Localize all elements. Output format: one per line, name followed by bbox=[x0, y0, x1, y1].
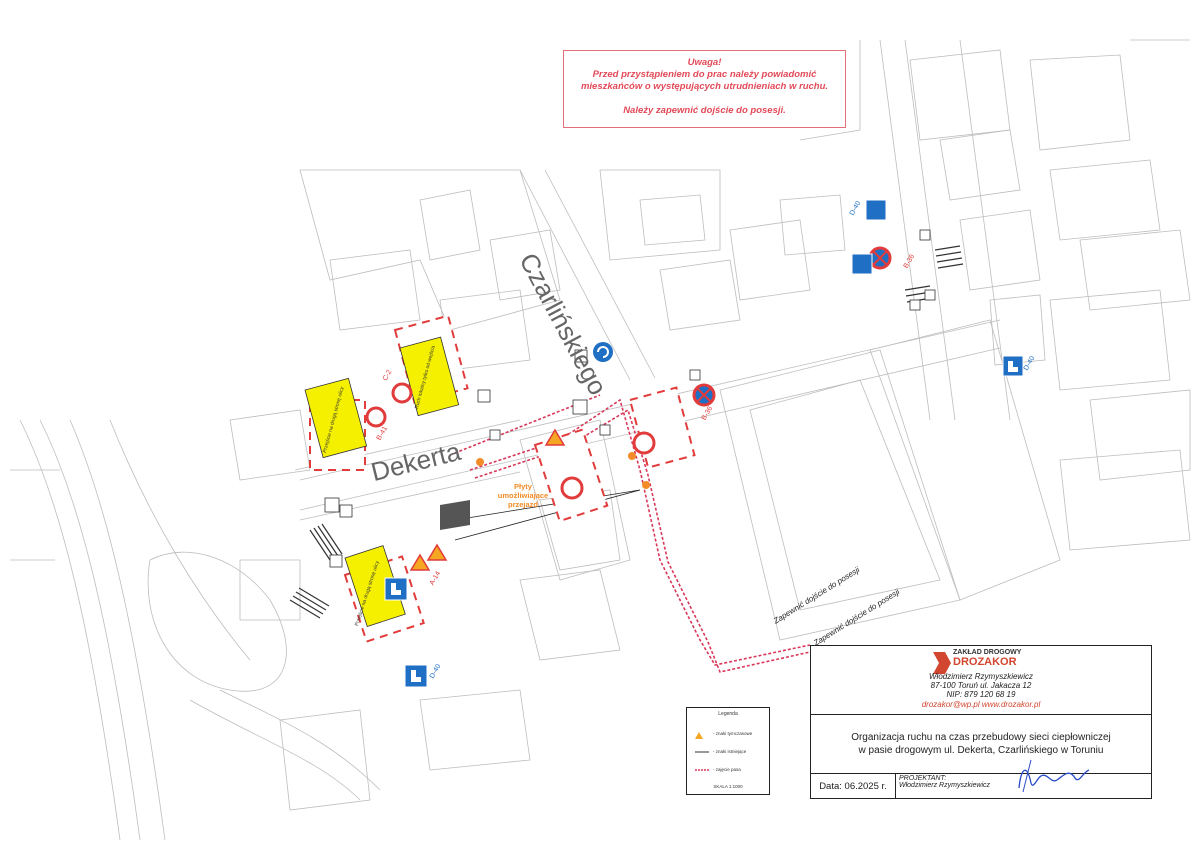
projektant-label: PROJEKTANT: bbox=[899, 775, 947, 782]
company-owner: Włodzimierz Rzymyszkiewicz bbox=[928, 672, 1033, 681]
company-address: 87-100 Toruń ul. Jakacza 12 bbox=[930, 681, 1032, 690]
warning-line-1: Przed przystąpieniem do prac należy powi… bbox=[592, 69, 817, 80]
legend: Legenda - znaki tymczasowe - znaki istni… bbox=[686, 707, 770, 795]
barrier-4 bbox=[628, 386, 696, 469]
projektant-field: PROJEKTANT: Włodzimierz Rzymyszkiewicz bbox=[899, 775, 990, 789]
signature-image bbox=[1018, 759, 1090, 793]
title-block: ZAKŁAD DROGOWY DROZAKOR Włodzimierz Rzym… bbox=[810, 645, 1152, 799]
b41-sign-icon bbox=[391, 382, 413, 404]
lamps bbox=[476, 452, 650, 489]
sign-b1-circles bbox=[365, 382, 656, 500]
a14-sign-icon bbox=[409, 428, 566, 571]
legend-item-2: - znaki istniejące bbox=[713, 749, 747, 754]
warning-title: Uwaga! bbox=[687, 57, 722, 68]
b36-sign-icon bbox=[692, 246, 892, 407]
warning-line-3: Należy zapewnić dojście do posesji. bbox=[623, 105, 786, 116]
crosswalks bbox=[289, 245, 964, 619]
legend-item-3: - zajęcie pasa bbox=[713, 767, 741, 772]
company-name: DROZAKOR bbox=[953, 656, 1017, 668]
yellow-panel-1 bbox=[304, 377, 368, 459]
plates-area bbox=[440, 500, 470, 530]
yellow-panel-2 bbox=[399, 336, 460, 417]
company-nip: NIP: 879 120 68 19 bbox=[946, 690, 1016, 699]
company-contact: drozakor@wp.pl www.drozakor.pl bbox=[921, 700, 1041, 709]
description-line-1: Organizacja ruchu na czas przebudowy sie… bbox=[851, 732, 1111, 743]
company-block: ZAKŁAD DROGOWY DROZAKOR Włodzimierz Rzym… bbox=[811, 646, 1151, 715]
b1-sign-icon bbox=[632, 431, 656, 455]
company-label: ZAKŁAD DROGOWY bbox=[953, 649, 1022, 656]
projektant-name: Włodzimierz Rzymyszkiewicz bbox=[899, 782, 991, 789]
b41-sign-icon bbox=[365, 406, 387, 428]
c2-sign-icon bbox=[593, 342, 613, 362]
company-logo-icon bbox=[933, 652, 951, 674]
legend-item-1: - znaki tymczasowe bbox=[713, 731, 753, 736]
barrier-3 bbox=[533, 428, 609, 523]
warning-line-2: mieszkańców o występujących utrudnieniac… bbox=[580, 81, 829, 92]
project-description: Organizacja ruchu na czas przebudowy sie… bbox=[811, 715, 1151, 774]
plates-label: Płyty umożliwiające przejazd bbox=[497, 482, 549, 509]
legend-symbols bbox=[695, 732, 709, 771]
date-field: Data: 06.2025 r. bbox=[811, 774, 896, 799]
legend-title: Legenda bbox=[718, 711, 738, 717]
existing-signs bbox=[324, 229, 936, 568]
yellow-panels bbox=[304, 336, 460, 627]
warning-box: Uwaga! Przed przystąpieniem do prac nale… bbox=[563, 50, 846, 128]
b1-sign-icon bbox=[560, 476, 584, 500]
description-line-2: w pasie drogowym ul. Dekerta, Czarliński… bbox=[858, 745, 1104, 756]
legend-scale: SKALA 1:1000 bbox=[713, 784, 743, 789]
work-zone-route bbox=[449, 394, 811, 673]
